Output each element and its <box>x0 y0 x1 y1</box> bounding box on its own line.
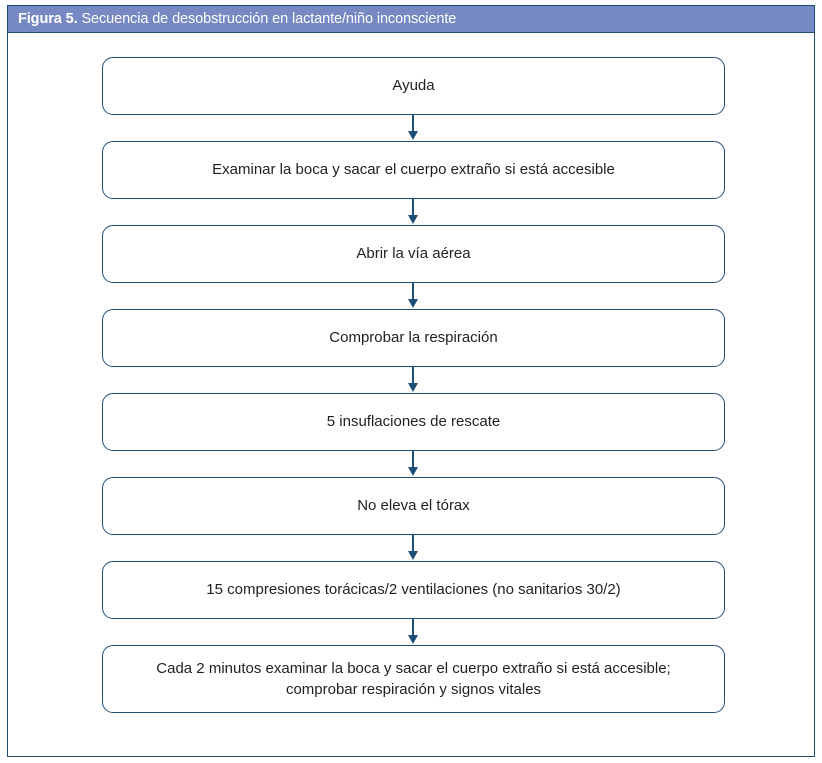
flow-node-label: Ayuda <box>392 77 435 95</box>
flow-connector-7-to-8 <box>408 619 419 644</box>
flow-node-label-line2: comprobar respiración y signos vitales <box>285 681 542 698</box>
flow-connector-3-to-4 <box>408 283 419 308</box>
flow-node-examinar-boca[interactable]: Examinar la boca y sacar el cuerpo extra… <box>102 141 725 199</box>
flow-node-ayuda[interactable]: Ayuda <box>102 57 725 115</box>
flow-node-compresiones-ventilaciones[interactable]: 15 compresiones torácicas/2 ventilacione… <box>102 561 725 619</box>
flow-node-label: Comprobar la respiración <box>329 329 498 347</box>
figure-title-text: Figura 5. Secuencia de desobstrucción en… <box>18 11 456 27</box>
flow-node-insuflaciones-rescate[interactable]: 5 insuflaciones de rescate <box>102 393 725 451</box>
flowchart-area: Ayuda Examinar la boca y sacar el cuerpo… <box>0 33 822 763</box>
flow-node-label: 15 compresiones torácicas/2 ventilacione… <box>206 581 621 599</box>
flow-node-no-eleva-torax[interactable]: No eleva el tórax <box>102 477 725 535</box>
flow-node-comprobar-respiracion[interactable]: Comprobar la respiración <box>102 309 725 367</box>
figure-outer-frame <box>7 5 815 757</box>
flow-connector-2-to-3 <box>408 199 419 224</box>
flow-connector-6-to-7 <box>408 535 419 560</box>
flow-connector-5-to-6 <box>408 451 419 476</box>
flow-node-label: 5 insuflaciones de rescate <box>326 413 501 431</box>
flow-node-label: No eleva el tórax <box>357 497 470 515</box>
flow-node-abrir-via-aerea[interactable]: Abrir la vía aérea <box>102 225 725 283</box>
flow-node-label: Examinar la boca y sacar el cuerpo extra… <box>212 161 615 179</box>
figure-caption-label: Secuencia de desobstrucción en lactante/… <box>81 11 457 27</box>
flow-node-label-line1: Cada 2 minutos examinar la boca y sacar … <box>156 659 671 677</box>
flow-node-label: Abrir la vía aérea <box>356 245 471 263</box>
figure-number-label: Figura 5. <box>18 11 78 27</box>
flow-connector-1-to-2 <box>408 115 419 140</box>
flow-node-cada-2-minutos[interactable]: Cada 2 minutos examinar la boca y sacar … <box>102 645 725 713</box>
figure-title-bar: Figura 5. Secuencia de desobstrucción en… <box>7 5 815 33</box>
flow-connector-4-to-5 <box>408 367 419 392</box>
